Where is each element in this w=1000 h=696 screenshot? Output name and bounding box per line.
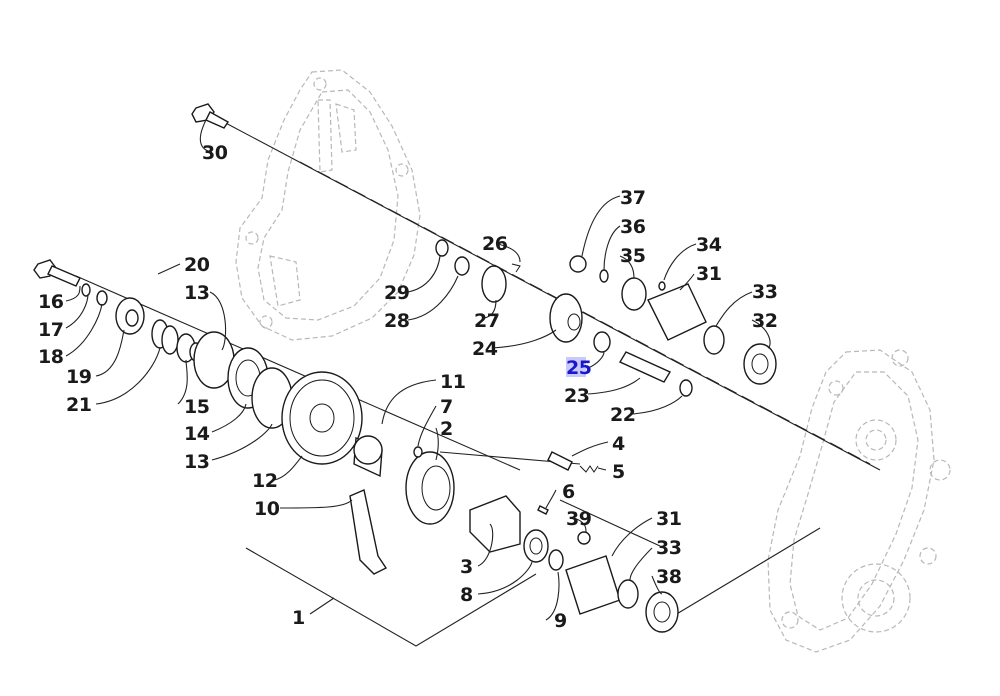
callout-21[interactable]: 21 [66, 394, 92, 416]
callout-13-lower[interactable]: 13 [184, 451, 210, 473]
bearing-part-8 [523, 529, 549, 563]
callout-13-upper[interactable]: 13 [184, 282, 210, 304]
cover-plate-part-31-upper [647, 283, 707, 341]
cover-plate-part-31-lower [565, 555, 621, 615]
callout-19[interactable]: 19 [66, 366, 92, 388]
callout-36[interactable]: 36 [620, 216, 646, 238]
callout-highlight-box [566, 357, 586, 377]
nut-part-39 [577, 531, 591, 545]
clip-part-26 [511, 263, 521, 273]
callout-5[interactable]: 5 [612, 461, 625, 483]
washer-part-18 [96, 290, 108, 306]
callout-18[interactable]: 18 [38, 346, 64, 368]
callout-30[interactable]: 30 [202, 142, 228, 164]
pin-part-6 [537, 505, 549, 515]
o-ring-part-33-lower [617, 579, 639, 609]
bolt-part-30 [191, 103, 230, 129]
callout-32[interactable]: 32 [752, 310, 778, 332]
callout-28[interactable]: 28 [384, 310, 410, 332]
callout-12[interactable]: 12 [252, 470, 278, 492]
bushing-part-28 [454, 256, 470, 276]
nut-part-37 [569, 255, 587, 273]
callout-9[interactable]: 9 [554, 610, 567, 632]
callout-1[interactable]: 1 [292, 607, 305, 629]
o-ring-part-33-upper [703, 325, 725, 355]
pin-part-4 [547, 451, 573, 471]
gear-part-2 [405, 451, 455, 525]
callout-22[interactable]: 22 [610, 404, 636, 426]
bushing-part-25 [593, 331, 611, 353]
shaft-part-23 [618, 351, 672, 383]
callout-2[interactable]: 2 [440, 418, 453, 440]
callout-25-highlighted[interactable]: 25 [566, 357, 592, 379]
callout-8[interactable]: 8 [460, 584, 474, 606]
gear-part-27 [481, 265, 507, 303]
washer-part-17 [81, 283, 91, 297]
callout-14[interactable]: 14 [184, 423, 210, 445]
callout-29[interactable]: 29 [384, 282, 410, 304]
callout-labels: 30 16 17 18 19 20 13 21 15 14 13 12 29 2… [38, 142, 778, 632]
callout-31-lower[interactable]: 31 [656, 508, 682, 530]
bracket-part-3 [469, 495, 521, 553]
callout-38[interactable]: 38 [656, 566, 682, 588]
callout-15[interactable]: 15 [184, 396, 210, 418]
callout-24[interactable]: 24 [472, 338, 498, 360]
callout-11[interactable]: 11 [440, 371, 466, 393]
callout-37[interactable]: 37 [620, 187, 646, 209]
callout-26[interactable]: 26 [482, 233, 508, 255]
callout-leader-lines [65, 119, 771, 647]
hub-part-19 [115, 297, 145, 335]
bolt-part-16 [33, 259, 81, 287]
callout-6[interactable]: 6 [562, 481, 576, 503]
callout-31-upper[interactable]: 31 [696, 263, 722, 285]
nut-part-34 [658, 281, 666, 291]
assembly-axis-lines [75, 119, 881, 619]
bearing-part-32 [743, 343, 777, 385]
gear-part-24 [549, 293, 583, 343]
nut-part-7 [413, 446, 423, 458]
chain-part-10 [349, 489, 388, 575]
callout-7[interactable]: 7 [440, 396, 453, 418]
callout-4[interactable]: 4 [612, 433, 626, 455]
callout-27[interactable]: 27 [474, 310, 500, 332]
callout-23[interactable]: 23 [564, 385, 590, 407]
callout-35[interactable]: 35 [620, 245, 646, 267]
sprocket-part-12 [281, 371, 363, 465]
callout-34[interactable]: 34 [696, 234, 722, 256]
callout-17[interactable]: 17 [38, 319, 64, 341]
right-case-outline [767, 349, 951, 653]
spring-part-5 [579, 465, 599, 473]
left-case-outline [235, 69, 421, 341]
gear-part-35 [621, 277, 647, 311]
washer-part-9 [548, 549, 564, 571]
callout-39[interactable]: 39 [566, 508, 592, 530]
spring-part-21 [151, 319, 179, 355]
callout-33-upper[interactable]: 33 [752, 281, 778, 303]
callout-3[interactable]: 3 [460, 556, 473, 578]
bearing-part-38 [645, 591, 679, 633]
callout-10[interactable]: 10 [254, 498, 280, 520]
washer-part-29 [435, 239, 449, 257]
callout-16[interactable]: 16 [38, 291, 64, 313]
callout-20[interactable]: 20 [184, 254, 210, 276]
spline-hub-part-11 [353, 435, 383, 478]
washer-part-36 [599, 269, 609, 283]
callout-33-lower[interactable]: 33 [656, 537, 682, 559]
washer-part-22 [679, 379, 693, 397]
